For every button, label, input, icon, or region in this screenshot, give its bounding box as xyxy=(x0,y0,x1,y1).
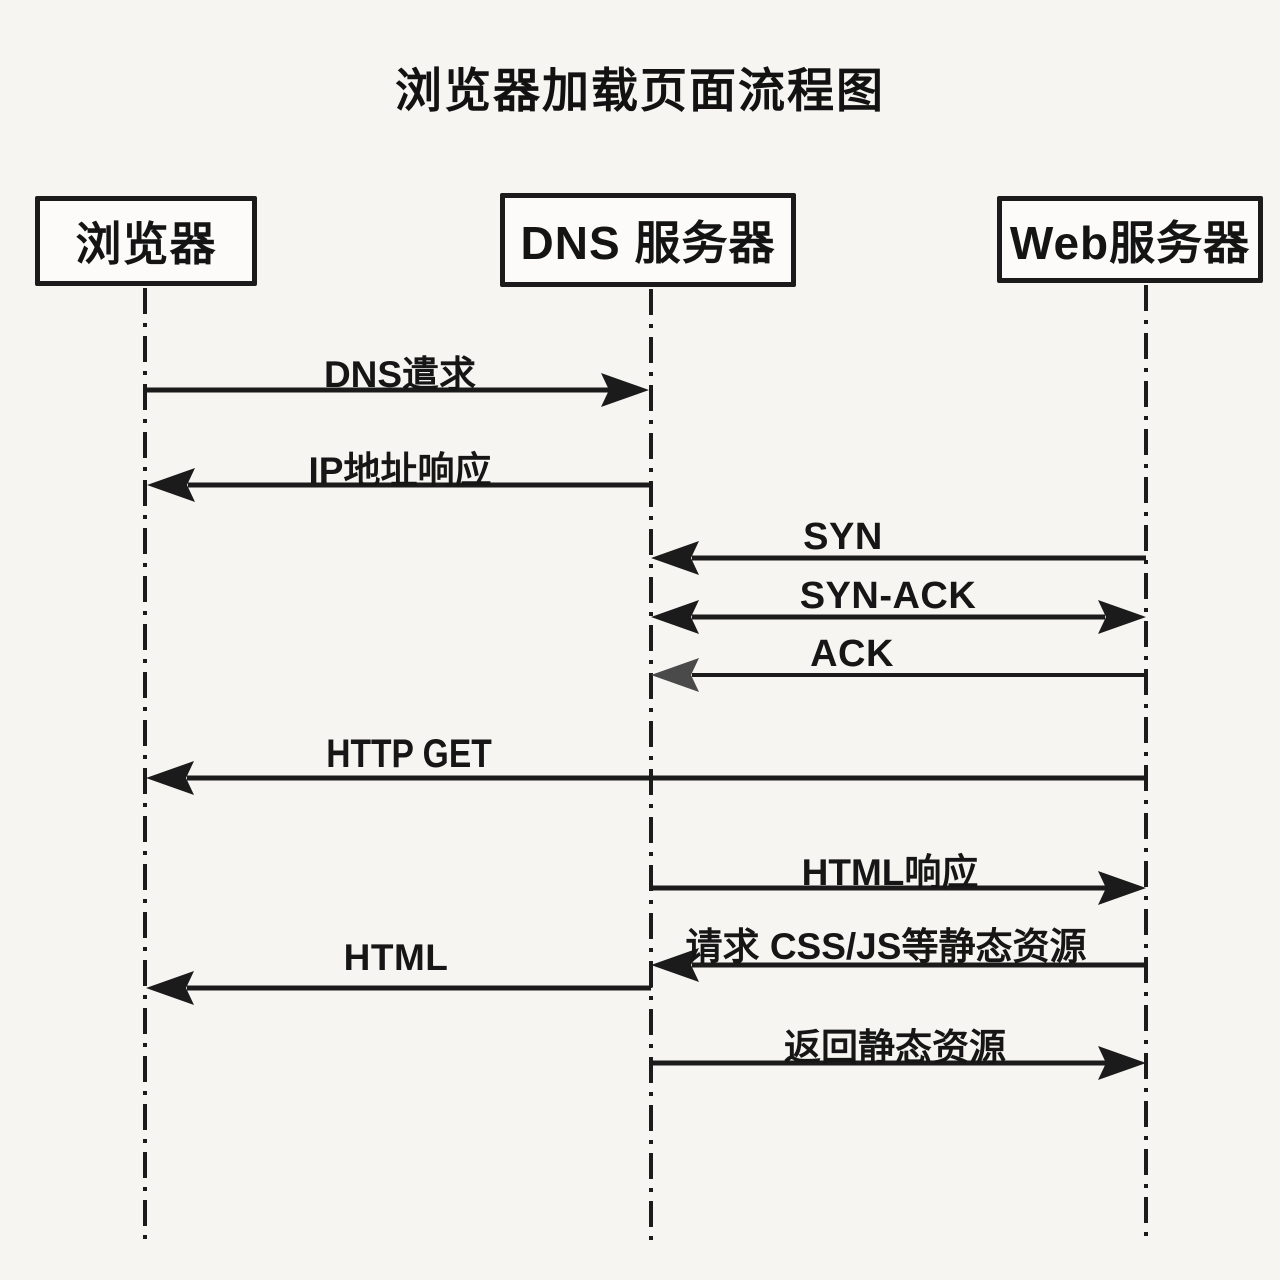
diagram-title: 浏览器加载页面流程图 xyxy=(395,64,885,117)
message-label-syn: SYN xyxy=(803,516,883,558)
message-label-syn-ack: SYN-ACK xyxy=(799,575,977,617)
actor-box-dns-server: DNS 服务器 xyxy=(500,193,796,287)
message-label-ack: ACK xyxy=(810,633,894,675)
arrow-return-static-resources xyxy=(651,1046,1146,1080)
arrow-syn xyxy=(651,541,1146,575)
arrow-ip-response xyxy=(147,468,651,502)
arrow-http-get xyxy=(146,761,1146,795)
arrow-html xyxy=(146,966,653,1005)
actor-label-web-server: Web服务器 xyxy=(1009,216,1251,269)
message-label-dns-request: DNS遣求 xyxy=(323,354,477,395)
arrow-dns-request xyxy=(145,373,649,407)
arrow-html-response xyxy=(651,871,1146,905)
message-label-http-get: HTTP GET xyxy=(326,732,492,776)
actor-label-dns-server: DNS 服务器 xyxy=(520,217,776,269)
actor-box-web-server: Web服务器 xyxy=(997,196,1263,283)
message-label-html-response: HTML响应 xyxy=(801,852,979,893)
message-label-return-static-resources: 返回静态资源 xyxy=(784,1027,1006,1068)
message-label-request-static-resources: 请求 CSS/JS等静态资源 xyxy=(685,926,1087,967)
message-label-ip-response: IP地址响应 xyxy=(308,450,492,491)
actor-box-browser: 浏览器 xyxy=(35,196,257,286)
message-label-html: HTML xyxy=(343,937,449,978)
actor-label-browser: 浏览器 xyxy=(75,218,217,270)
arrow-request-static-resources xyxy=(651,948,1146,982)
arrow-ack xyxy=(651,658,1146,692)
arrow-syn-ack xyxy=(651,600,1146,634)
